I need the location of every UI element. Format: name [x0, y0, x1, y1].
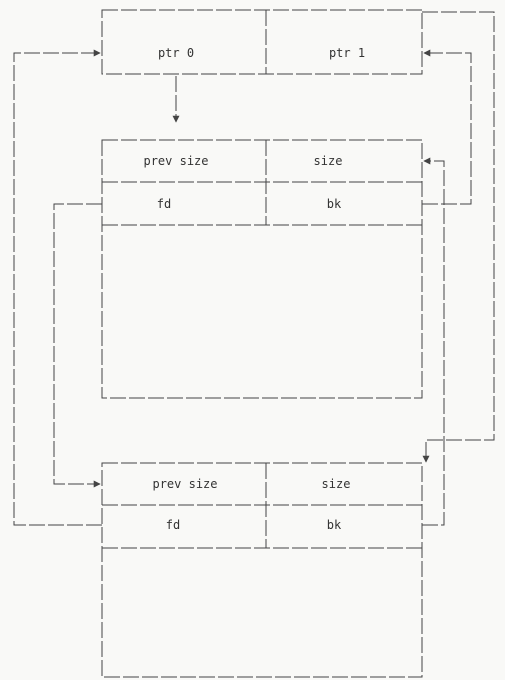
- chunk2-prev-size-label: prev size: [152, 477, 218, 491]
- chunk1-size-label: size: [313, 154, 343, 168]
- chunk1-prev-size-label: prev size: [143, 154, 209, 168]
- arrow-chunk2-bk-to-chunk1: [422, 157, 445, 526]
- chunk1-bk-label: bk: [326, 197, 342, 211]
- arrow-chunk1-fd-to-chunk2: [53, 203, 102, 488]
- chunk2-bk-label: bk: [326, 518, 342, 532]
- arrow-chunk2-fd-to-ptr0: [13, 49, 102, 526]
- chunk-1: [101, 139, 423, 399]
- arrow-ptr1-to-chunk2: [422, 11, 495, 463]
- chunk-2: [101, 462, 423, 678]
- chunk2-fd-label: fd: [165, 518, 181, 532]
- ptr1-label: ptr 1: [328, 46, 366, 60]
- pointer-block: [101, 9, 423, 75]
- chunk1-fd-label: fd: [156, 197, 172, 211]
- ptr0-label: ptr 0: [157, 46, 195, 60]
- chunk2-size-label: size: [321, 477, 351, 491]
- arrow-chunk1-bk-to-ptr1: [422, 49, 472, 205]
